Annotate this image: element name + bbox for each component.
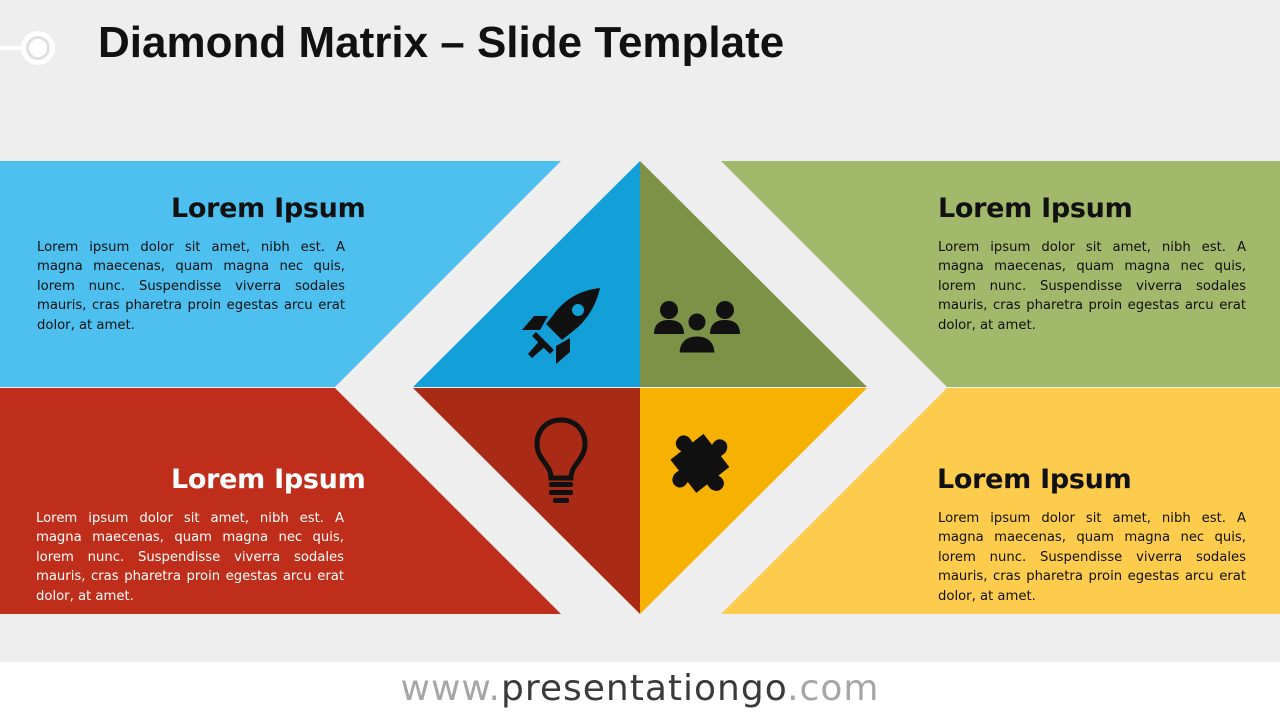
footer-url-domain: presentationgo (501, 668, 788, 709)
top-right-body: Lorem ipsum dolor sit amet, nibh est. A … (938, 240, 1246, 333)
footer-url[interactable]: www.presentationgo.com (0, 668, 1280, 709)
top-right-title: Lorem Ipsum (938, 193, 1133, 224)
rocket-icon (522, 288, 600, 364)
top-left-box (0, 161, 561, 387)
bottom-right-box (721, 388, 1280, 614)
slide-title: Diamond Matrix – Slide Template (98, 18, 785, 67)
top-right-box (721, 161, 1280, 387)
top-left-title: Lorem Ipsum (171, 193, 366, 224)
puzzle-icon (670, 433, 730, 493)
diamond-matrix-diagram (0, 161, 1280, 614)
bottom-left-title: Lorem Ipsum (171, 464, 366, 495)
bottom-left-box (0, 388, 561, 614)
footer-bar (0, 662, 1280, 720)
bottom-right-body: Lorem ipsum dolor sit amet, nibh est. A … (938, 511, 1246, 604)
diamond-top-left (413, 161, 640, 387)
bottom-left-body: Lorem ipsum dolor sit amet, nibh est. A … (36, 511, 344, 604)
lightbulb-icon (534, 417, 588, 503)
footer-url-suffix: .com (787, 668, 880, 709)
top-left-body: Lorem ipsum dolor sit amet, nibh est. A … (37, 240, 345, 333)
team-icon (654, 301, 740, 356)
bottom-right-title: Lorem Ipsum (937, 464, 1132, 495)
footer-url-prefix: www. (400, 668, 501, 709)
logo-mark-icon (0, 31, 55, 65)
